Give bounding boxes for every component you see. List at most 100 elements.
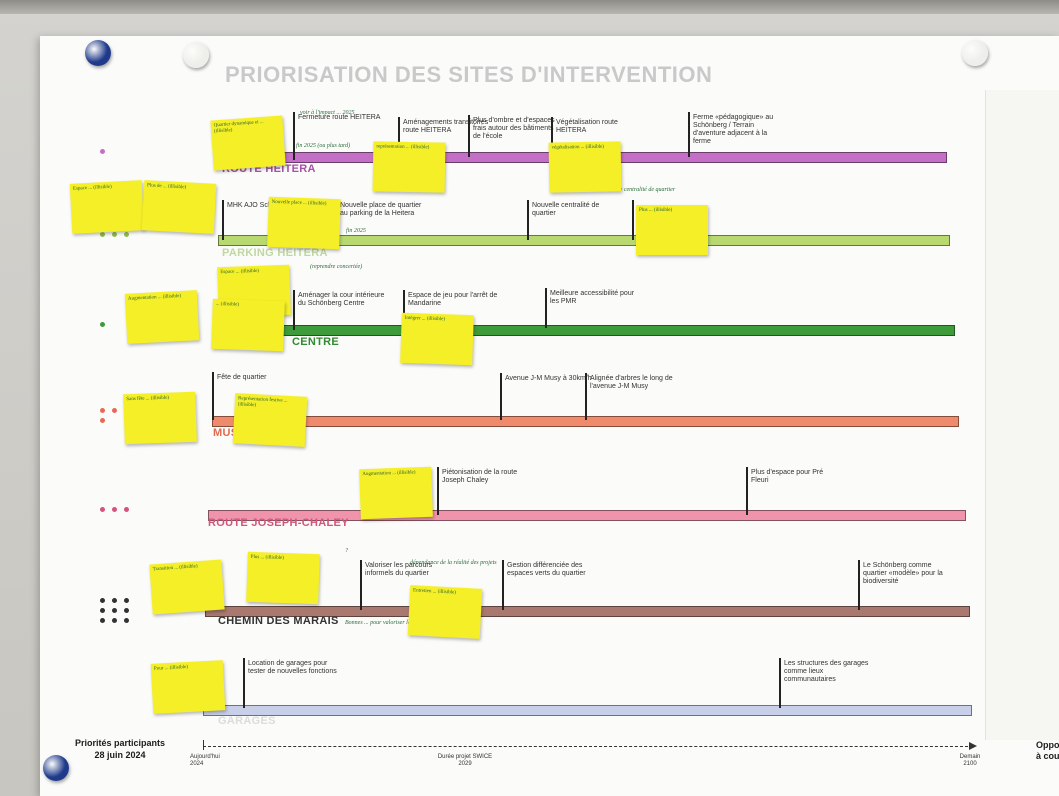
- priority-dot: [112, 507, 117, 512]
- handwritten-note: Bonnes ... pour valoriser les ...: [345, 620, 419, 626]
- priority-dot: [112, 598, 117, 603]
- milestone-tick: [403, 290, 405, 330]
- footer-right-line1: Oppo: [1036, 740, 1059, 750]
- priority-dot: [112, 232, 117, 237]
- sticky-note: Augmentation ... (illisible): [359, 466, 433, 520]
- milestone-tick: [293, 290, 295, 330]
- milestone-tick: [632, 200, 634, 240]
- lane-label: ROUTE JOSEPH-CHALEY: [208, 517, 349, 529]
- footer-left-title: Priorités participants: [74, 738, 166, 748]
- milestone-tick: [779, 658, 781, 708]
- sticky-note: Espace ... (illisible): [69, 180, 145, 234]
- milestone-label: Espace de jeu pour l'arrêt de Mandarine: [408, 292, 498, 307]
- milestone-tick: [293, 112, 295, 160]
- lane-label: CENTRE: [292, 336, 340, 348]
- sticky-note: Sans fête ... (illisible): [123, 391, 197, 445]
- priority-dot: [112, 408, 117, 413]
- milestone-label: Gestion différenciée des espaces verts d…: [507, 562, 586, 577]
- axis-end-year: 2100: [963, 761, 977, 767]
- footer-right: Oppo à cou: [1036, 740, 1059, 762]
- sticky-note: Nouvelle place ... (illisible): [267, 196, 341, 250]
- milestone-tick: [585, 373, 587, 420]
- priority-dot: [124, 507, 129, 512]
- sticky-note: végétalisation ... (illisible): [548, 141, 622, 193]
- magnet: [183, 42, 209, 68]
- priority-dot: [124, 608, 129, 613]
- milestone-label: Nouvelle place de quartier au parking de…: [340, 202, 422, 217]
- milestone-tick: [688, 112, 690, 157]
- priority-dot: [100, 418, 105, 423]
- footer-left-date: 28 juin 2024: [94, 750, 146, 760]
- milestone-label: Les structures des garages comme lieux c…: [784, 660, 869, 683]
- milestone-label: Valoriser les parcours informels du quar…: [365, 562, 433, 577]
- priority-dot: [124, 618, 129, 623]
- milestone-label: Aménagements transitoires route HEITERA: [403, 119, 489, 134]
- milestone-label: Fermeture route HEITERA: [298, 114, 381, 121]
- milestone-tick: [527, 200, 529, 240]
- milestone-tick: [500, 373, 502, 420]
- sticky-note: ... (illisible): [211, 298, 285, 352]
- lane-bar: [215, 325, 955, 336]
- priority-dot: [100, 408, 105, 413]
- lane-label: PARKING HEITERA: [222, 247, 328, 259]
- axis-start-year: 2024: [190, 761, 204, 767]
- magnet: [43, 755, 69, 781]
- lane-bar: [218, 235, 950, 246]
- sticky-note: Plus ... (illisible): [246, 551, 320, 605]
- milestone-label: Plus d'espace pour Pré Fleuri: [751, 469, 824, 484]
- sticky-note: Transition ... (illisible): [149, 559, 225, 615]
- priority-dot: [100, 618, 105, 623]
- magnet: [85, 40, 111, 66]
- priority-dot: [100, 149, 105, 154]
- milestone-label: Aménager la cour intérieure du Schönberg…: [298, 292, 385, 307]
- milestone-label: Nouvelle centralité de quartier: [532, 202, 600, 217]
- sticky-note: Pour ... (illisible): [150, 660, 226, 714]
- sticky-note: Plus de ... (illisible): [141, 180, 217, 234]
- whiteboard-frame-top: [0, 0, 1059, 14]
- poster-right-panel: [985, 90, 1059, 740]
- sticky-note: Augmentation ... (illisible): [124, 290, 200, 344]
- priority-dot: [112, 608, 117, 613]
- milestone-tick: [222, 200, 224, 240]
- axis-end-text: Demain: [959, 754, 981, 760]
- milestone-label: Plus d'ombre et d'espaces frais autour d…: [473, 117, 555, 140]
- footer-left: Priorités participants 28 juin 2024: [70, 738, 170, 760]
- milestone-label: Avenue J-M Musy à 30km/h: [505, 375, 592, 382]
- axis-start-label: Aujourd'hui 2024: [190, 754, 240, 768]
- sticky-note: représentation ... (illisible): [372, 141, 446, 193]
- poster-title: PRIORISATION DES SITES D'INTERVENTION: [225, 62, 713, 87]
- axis-mid-label: Durée projet SWICE 2029: [425, 754, 505, 768]
- milestone-tick: [243, 658, 245, 708]
- milestone-tick: [502, 560, 504, 610]
- lane-bar: [208, 510, 966, 521]
- priority-dot: [124, 232, 129, 237]
- sticky-note: Entretien ... (illisible): [407, 585, 483, 639]
- lane-label: CHEMIN DES MARAIS: [218, 615, 339, 627]
- handwritten-note: voir à l'impact ... 2025: [300, 110, 355, 116]
- lane-bar: [203, 705, 972, 716]
- milestone-tick: [468, 115, 470, 157]
- priority-dot: [100, 608, 105, 613]
- priority-dot: [124, 598, 129, 603]
- handwritten-note: ?: [345, 548, 348, 554]
- time-axis: [203, 746, 973, 747]
- sticky-note: Plus ... (illisible): [636, 205, 708, 255]
- milestone-label: Location de garages pour tester de nouve…: [248, 660, 337, 675]
- handwritten-note: dépendance de la réalité des projets: [410, 560, 497, 566]
- axis-mid-text: Durée projet SWICE: [437, 754, 493, 760]
- magnet: [962, 40, 988, 66]
- time-axis-arrow: [969, 742, 977, 750]
- milestone-tick: [212, 372, 214, 420]
- milestone-label: Végétalisation route HEITERA: [556, 119, 618, 134]
- milestone-label: Alignée d'arbres le long de l'avenue J-M…: [590, 375, 673, 390]
- sticky-note: Quartier dynamique et ... (illisible): [210, 115, 286, 171]
- sticky-note: Intégrer ... (illisible): [400, 312, 474, 366]
- lane-bar: [205, 606, 970, 617]
- lane-label: GARAGES: [218, 715, 276, 727]
- milestone-tick: [858, 560, 860, 610]
- priority-dot: [100, 507, 105, 512]
- milestone-label: MHK AJO Schönberg: [227, 202, 294, 209]
- handwritten-note: fin 2025: [346, 228, 366, 234]
- handwritten-note: (reprendre concertée): [310, 264, 363, 270]
